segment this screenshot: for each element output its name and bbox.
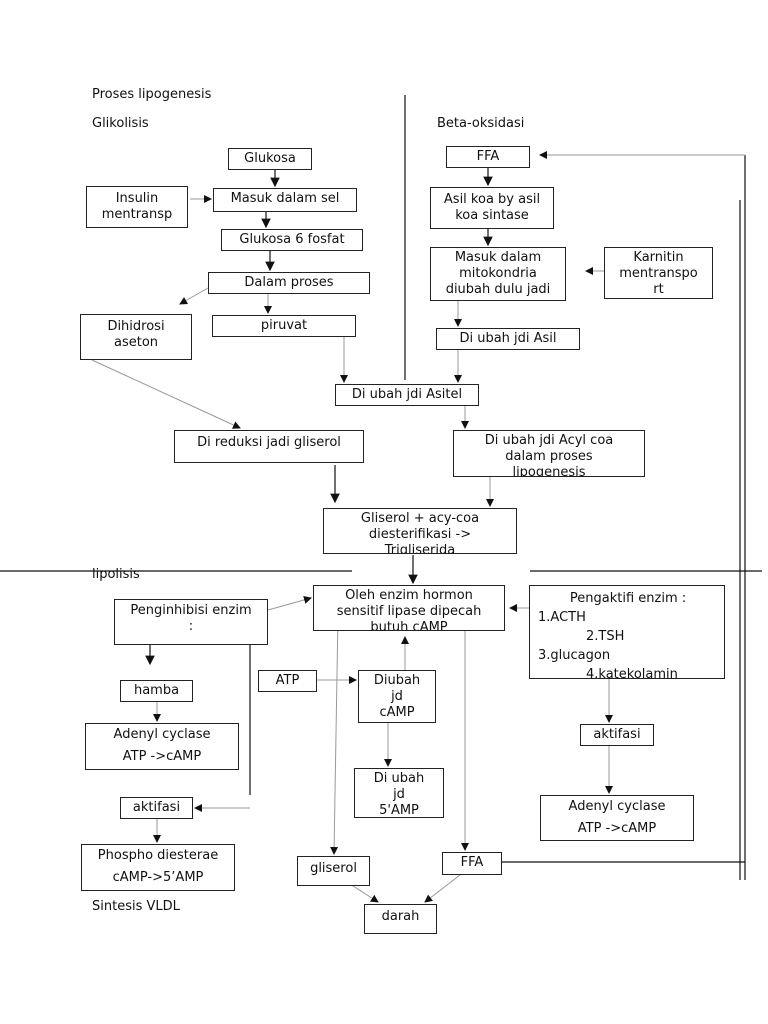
aktifasi-left-box: aktifasi: [120, 797, 193, 819]
box-text: 2.TSH: [586, 629, 625, 644]
box-text: aktifasi: [132, 800, 181, 815]
box-text: Dalam proses: [244, 275, 334, 290]
asitel-box: Di ubah jdi Asitel: [335, 384, 479, 406]
box-text: FFA: [460, 855, 484, 870]
box-text: Gliserol + acy-coa: [360, 511, 480, 526]
box-text: 3.glucagon: [538, 648, 611, 663]
box-text: Phospho diesterae: [97, 848, 219, 863]
penginhibisi-enzim-box: Penginhibisi enzim:: [114, 599, 268, 645]
box-text: Diubah: [373, 673, 421, 688]
box-text: aseton: [113, 335, 159, 350]
box-text: 5'AMP: [379, 803, 419, 818]
box-text: rt: [653, 282, 664, 297]
box-text: mentranspo: [619, 266, 698, 281]
box-text: darah: [381, 909, 420, 924]
box-text: hamba: [133, 683, 180, 698]
ffa-bottom-box: FFA: [442, 852, 502, 875]
glikolisis-label: Glikolisis: [92, 116, 149, 131]
box-text: Trigliserida: [384, 543, 456, 554]
box-text: Adenyl cyclase: [113, 727, 211, 742]
glukosa-box: Glukosa: [228, 148, 312, 170]
box-text: lipogenesis: [512, 465, 586, 477]
box-text: Di ubah jdi Acyl coa: [484, 433, 614, 448]
phospho-diesterase-box: Phospho diesterae cAMP->5’AMP: [81, 844, 235, 891]
box-text: cAMP->5’AMP: [112, 870, 204, 885]
box-text: diubah dulu jadi: [445, 282, 551, 297]
box-text: 4.katekolamin: [586, 667, 678, 679]
box-text: Oleh enzim hormon: [345, 588, 473, 603]
box-text: FFA: [476, 149, 500, 164]
title-label: Proses lipogenesis: [92, 87, 212, 102]
box-text: Pengaktifi enzim :: [569, 591, 687, 606]
asil-box: Di ubah jdi Asil: [436, 328, 580, 350]
dalam-proses-box: Dalam proses: [208, 272, 370, 294]
gliserol-box: gliserol: [297, 856, 370, 886]
box-text: piruvat: [260, 318, 308, 333]
box-text: ATP: [275, 673, 300, 688]
box-text: Insulin: [115, 191, 159, 206]
box-text: mentransp: [101, 207, 173, 222]
beta-oksidasi-label: Beta-oksidasi: [437, 116, 525, 131]
box-text: butuh cAMP: [370, 620, 448, 631]
darah-box: darah: [364, 904, 437, 934]
hamba-box: hamba: [120, 680, 193, 702]
box-text: 1.ACTH: [538, 610, 586, 625]
box-text: jd: [391, 689, 403, 704]
box-text: sensitif lipase dipecah: [336, 604, 482, 619]
box-text: ATP ->cAMP: [122, 749, 202, 764]
box-text: Adenyl cyclase: [568, 799, 666, 814]
box-text: Masuk dalam sel: [230, 191, 340, 206]
masuk-sel-box: Masuk dalam sel: [213, 188, 357, 212]
box-text: ATP ->cAMP: [577, 821, 657, 836]
box-text: Dihidrosi: [107, 319, 165, 334]
box-text: Di ubah jdi Asil: [459, 331, 557, 346]
box-text: dalam proses: [505, 449, 593, 464]
box-text: aktifasi: [593, 727, 641, 742]
box-text: Di ubah: [373, 771, 425, 786]
reduksi-gliserol-box: Di reduksi jadi gliserol: [174, 430, 364, 463]
box-text: :: [188, 619, 194, 634]
sintesis-vldl-label: Sintesis VLDL: [92, 899, 180, 914]
box-text: Masuk dalam: [454, 250, 542, 265]
box-text: mitokondria: [459, 266, 537, 281]
box-text: Asil koa by asil: [443, 192, 541, 207]
box-text: Di reduksi jadi gliserol: [197, 435, 341, 450]
box-text: jd: [393, 787, 405, 802]
box-text: cAMP: [379, 705, 415, 720]
piruvat-box: piruvat: [212, 315, 356, 337]
box-text: Glukosa: [244, 151, 296, 166]
box-text: koa sintase: [455, 208, 529, 223]
box-text: Penginhibisi enzim: [130, 603, 252, 618]
box-text: gliserol: [310, 861, 357, 876]
glukosa-6-fosfat-box: Glukosa 6 fosfat: [221, 229, 363, 251]
aktifasi-right-box: aktifasi: [580, 724, 654, 746]
box-text: Karnitin: [633, 250, 684, 265]
ffa-top-box: FFA: [446, 146, 530, 168]
box-text: Di ubah jdi Asitel: [351, 387, 463, 402]
atp-box: ATP: [258, 670, 317, 692]
box-text: Glukosa 6 fosfat: [239, 232, 345, 247]
lipolisis-label: lipolisis: [92, 567, 140, 582]
box-text: diesterifikasi ->: [368, 527, 472, 542]
